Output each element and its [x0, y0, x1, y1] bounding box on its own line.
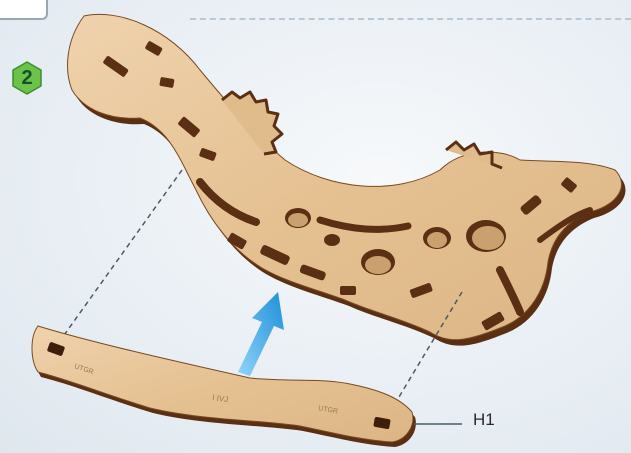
part-h1: UTGR I IVJ UTGR	[32, 326, 462, 447]
part-label-h1: H1	[473, 410, 495, 430]
direction-arrow-icon	[238, 292, 284, 376]
frame-piece	[68, 14, 626, 345]
